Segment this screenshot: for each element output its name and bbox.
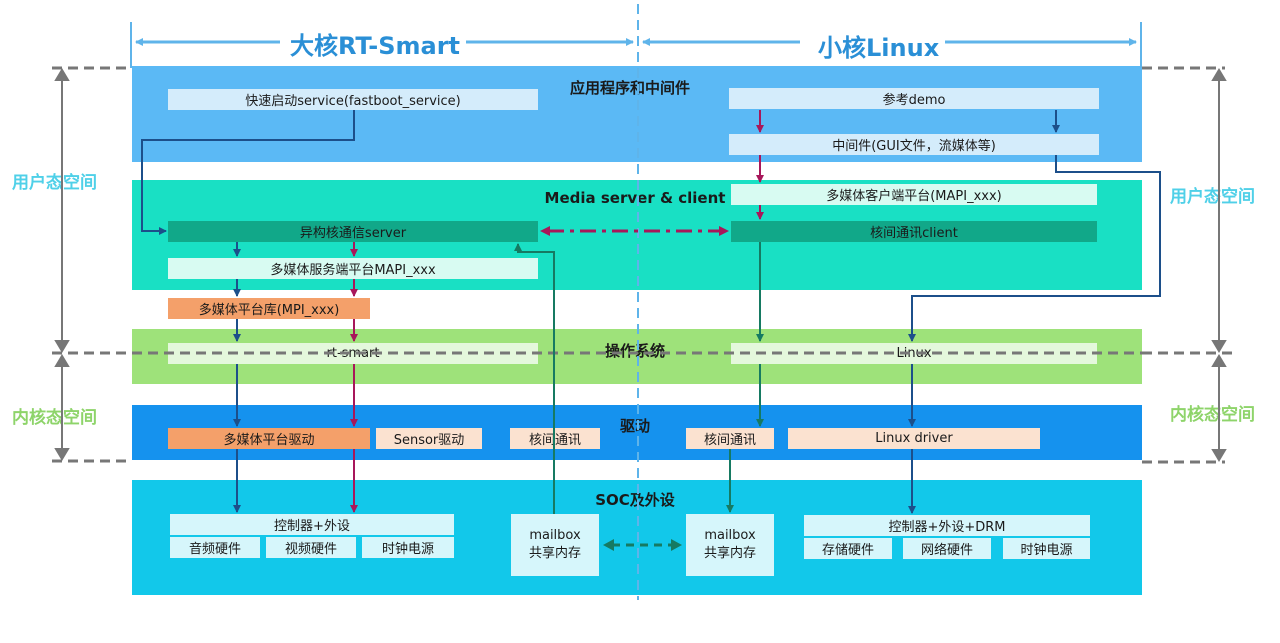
mailbox-left-line1: mailbox <box>529 528 581 543</box>
user-space-label-left: 用户态空间 <box>12 173 97 193</box>
user-space-label-right: 用户态空间 <box>1170 187 1255 207</box>
small-core-title: 小核Linux <box>812 28 946 63</box>
kernel-space-extent-left <box>54 354 70 461</box>
soc-layer-title: SOC及外设 <box>595 491 675 509</box>
clock-power-left-box: 时钟电源 <box>362 537 454 558</box>
mailbox-shared-memory-left-box: mailbox 共享内存 <box>511 514 599 576</box>
kernel-space-label-left: 内核态空间 <box>12 408 97 428</box>
mailbox-right-line1: mailbox <box>704 528 756 543</box>
fastboot-service-box: 快速启动service(fastboot_service) <box>168 89 538 110</box>
mpi-library-box: 多媒体平台库(MPI_xxx) <box>168 298 370 319</box>
mailbox-link-head-left <box>603 539 614 551</box>
audio-hardware-box: 音频硬件 <box>170 537 260 558</box>
mailbox-shared-memory-right-box: mailbox 共享内存 <box>686 514 774 576</box>
multimedia-driver-box: 多媒体平台驱动 <box>168 428 370 449</box>
kernel-space-extent-right <box>1211 354 1227 462</box>
big-core-title: 大核RT-Smart <box>284 26 467 61</box>
network-hardware-box: 网络硬件 <box>903 538 991 559</box>
os-layer-title: 操作系统 <box>604 342 665 360</box>
sensor-driver-box: Sensor驱动 <box>376 428 482 449</box>
ipc-client-box: 核间通讯client <box>731 221 1097 242</box>
multimedia-client-box: 多媒体客户端平台(MAPI_xxx) <box>731 184 1097 205</box>
clock-power-right-box: 时钟电源 <box>1003 538 1090 559</box>
linux-driver-box: Linux driver <box>788 428 1040 449</box>
controller-peripheral-drm-box: 控制器+外设+DRM <box>804 515 1090 536</box>
hetero-comm-server-box: 异构核通信server <box>168 221 538 242</box>
kernel-space-label-right: 内核态空间 <box>1170 405 1255 425</box>
reference-demo-box: 参考demo <box>729 88 1099 109</box>
ipc-driver-right-box: 核间通讯 <box>686 428 774 449</box>
controller-peripheral-left-box: 控制器+外设 <box>170 514 454 535</box>
linux-box: Linux <box>731 343 1097 364</box>
mailbox-link-head-right <box>671 539 682 551</box>
mailbox-left-line2: 共享内存 <box>528 546 581 561</box>
user-space-extent-right <box>1211 68 1227 353</box>
user-space-extent-left <box>54 68 70 353</box>
video-hardware-box: 视频硬件 <box>266 537 356 558</box>
server-client-link-head-left <box>540 226 550 236</box>
driver-layer-title: 驱动 <box>619 417 650 435</box>
mailbox-left-to-server-line <box>514 243 555 514</box>
server-client-link-head-right <box>719 226 729 236</box>
media-layer-title: Media server & client <box>544 189 726 207</box>
app-layer-title: 应用程序和中间件 <box>569 79 690 97</box>
rt-smart-box: rt-smart <box>168 343 538 364</box>
multimedia-server-box: 多媒体服务端平台MAPI_xxx <box>168 258 538 279</box>
middleware-to-linux-line <box>908 155 1161 342</box>
storage-hardware-box: 存储硬件 <box>804 538 892 559</box>
mailbox-right-line2: 共享内存 <box>703 546 756 561</box>
fastboot-to-server-line <box>141 110 355 235</box>
middleware-box: 中间件(GUI文件，流媒体等) <box>729 134 1099 155</box>
